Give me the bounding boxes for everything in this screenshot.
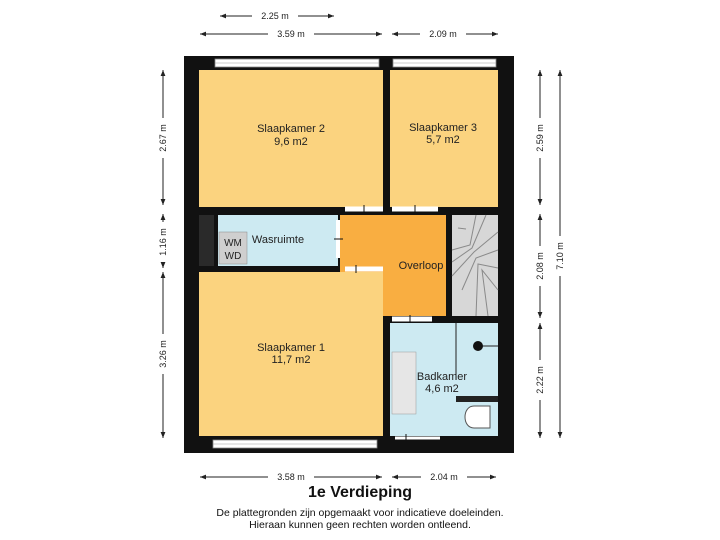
dimension-right-total: 7.10 m bbox=[554, 70, 566, 438]
appliance-wd: WD bbox=[225, 251, 242, 262]
toilet-icon bbox=[464, 405, 491, 429]
dimension-top-inner: 2.25 m bbox=[220, 10, 334, 22]
dimension-label: 2.04 m bbox=[430, 472, 458, 482]
dimension-label: 2.09 m bbox=[429, 29, 457, 39]
room-name-slaapkamer-2: Slaapkamer 2 bbox=[257, 123, 325, 135]
dimension-right-bottom: 2.22 m bbox=[534, 323, 546, 438]
dimension-bottom-right: 2.04 m bbox=[392, 471, 496, 483]
room-name-overloop: Overloop bbox=[399, 260, 444, 272]
dimension-label: 2.22 m bbox=[535, 366, 545, 394]
appliance-box bbox=[218, 231, 248, 265]
door-marks bbox=[334, 205, 440, 442]
window-top-left bbox=[214, 58, 380, 68]
room-name-wasruimte: Wasruimte bbox=[252, 234, 304, 246]
dimension-bottom-left: 3.58 m bbox=[200, 471, 382, 483]
dimension-label: 3.59 m bbox=[277, 29, 305, 39]
dimension-right-middle: 2.08 m bbox=[534, 214, 546, 318]
window-top-right bbox=[392, 58, 497, 68]
stairs-area bbox=[452, 215, 498, 316]
dimension-label: 2.67 m bbox=[158, 124, 168, 152]
shower-tray bbox=[391, 351, 417, 415]
room-area-slaapkamer-2: 9,6 m2 bbox=[274, 136, 308, 148]
dimension-label: 3.26 m bbox=[158, 340, 168, 368]
dimension-right-top: 2.59 m bbox=[534, 70, 546, 205]
room-slaapkamer-2 bbox=[199, 70, 383, 207]
dimension-label: 2.08 m bbox=[535, 252, 545, 280]
disclaimer-line-1: De plattegronden zijn opgemaakt voor ind… bbox=[216, 507, 504, 519]
dimension-label: 2.25 m bbox=[261, 11, 289, 21]
dimension-label: 7.10 m bbox=[555, 242, 565, 270]
dimension-left-top: 2.67 m bbox=[157, 70, 169, 205]
dimension-top-left: 3.59 m bbox=[200, 28, 382, 40]
closet bbox=[199, 215, 214, 266]
room-area-badkamer: 4,6 m2 bbox=[425, 383, 459, 395]
room-area-slaapkamer-1: 11,7 m2 bbox=[272, 354, 311, 366]
room-area-slaapkamer-3: 5,7 m2 bbox=[426, 134, 460, 146]
bathroom-partition bbox=[456, 396, 498, 402]
dimension-label: 2.59 m bbox=[535, 124, 545, 152]
floor-title: 1e Verdieping bbox=[307, 484, 413, 501]
dimension-left-middle: 1.16 m bbox=[157, 214, 169, 268]
disclaimer-line-2: Hieraan kunnen geen rechten worden ontle… bbox=[249, 519, 471, 531]
room-slaapkamer-1 bbox=[199, 272, 383, 436]
room-name-slaapkamer-1: Slaapkamer 1 bbox=[257, 342, 325, 354]
room-slaapkamer-3 bbox=[390, 70, 498, 207]
window-bottom-left bbox=[212, 439, 378, 449]
dimension-left-bottom: 3.26 m bbox=[157, 272, 169, 438]
appliance-wm: WM bbox=[224, 238, 242, 249]
room-name-badkamer: Badkamer bbox=[417, 371, 467, 383]
dimension-top-right: 2.09 m bbox=[392, 28, 498, 40]
stairs-icon bbox=[451, 214, 499, 317]
dimension-label: 1.16 m bbox=[158, 228, 168, 256]
dimension-label: 3.58 m bbox=[277, 472, 305, 482]
drain-icon bbox=[473, 341, 483, 351]
room-name-slaapkamer-3: Slaapkamer 3 bbox=[409, 122, 477, 134]
